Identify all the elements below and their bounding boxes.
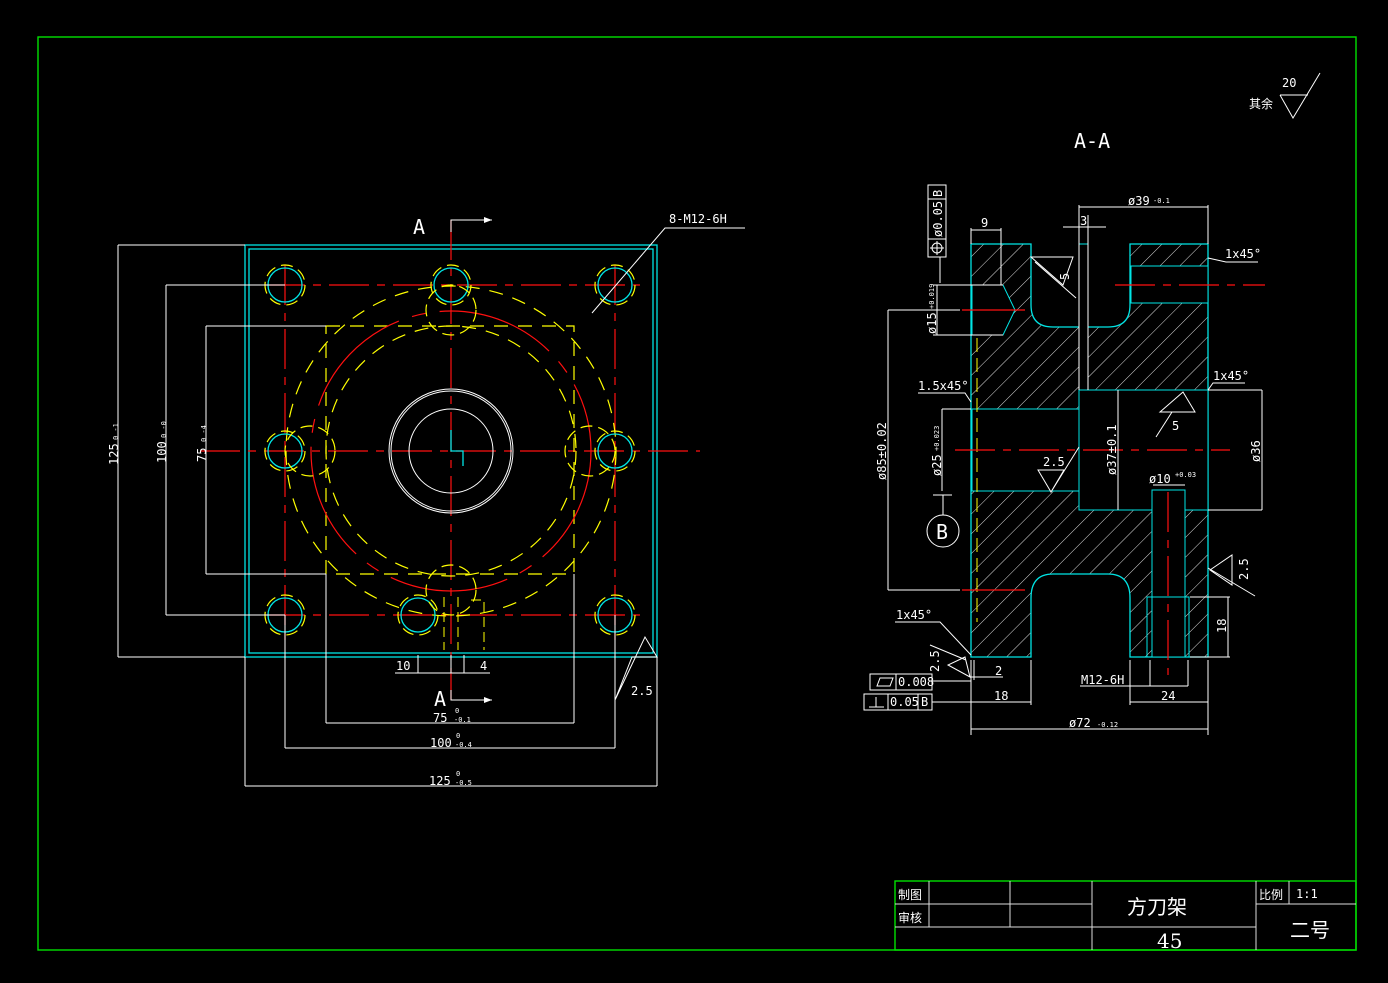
r25b-label: 2.5 bbox=[1237, 558, 1251, 580]
value-label: 0.05 bbox=[890, 695, 919, 709]
chamfer-bottom-label: 1x45° bbox=[896, 608, 932, 622]
chamfer-left-label: 1.5x45° bbox=[918, 379, 969, 393]
w3-label: 3 bbox=[1080, 214, 1087, 228]
v100-tol-label: 0 -0 bbox=[160, 421, 168, 438]
h125-tol-low-label: -0.5 bbox=[455, 779, 472, 787]
d25-tol-label: +0.023 bbox=[933, 426, 941, 451]
drawn-by-label: 制图 bbox=[898, 888, 922, 902]
value-label: 20 bbox=[1282, 76, 1296, 90]
perpendicularity-tolerance-frame: 0.05 B bbox=[863, 693, 933, 711]
h100-tol-low-label: -0.4 bbox=[455, 741, 472, 749]
roughness-label: 2.5 bbox=[631, 684, 653, 698]
h125-tol-up-label: 0 bbox=[456, 770, 460, 778]
d39-label: ø39 bbox=[1128, 194, 1150, 208]
h125-label: 125 bbox=[429, 774, 451, 788]
section-mark-a-top: A bbox=[413, 215, 425, 239]
w24-label: 24 bbox=[1161, 689, 1175, 703]
d10-tol-label: +0.03 bbox=[1175, 471, 1196, 479]
d25-label: ø25 bbox=[930, 454, 944, 476]
chamfer-top-label: 1x45° bbox=[1225, 247, 1261, 261]
value-label: 0.008 bbox=[898, 675, 934, 689]
r5b-label: 5 bbox=[1172, 419, 1179, 433]
r5a-label: 5 bbox=[1058, 273, 1072, 280]
plan-view: A A 8-M12-6H 125 0 -1 100 0 -0 75 0 -4 1… bbox=[107, 212, 745, 788]
section-view: A-A bbox=[863, 129, 1265, 735]
flatness-tolerance-frame: 0.008 bbox=[869, 673, 934, 691]
datum-b: B bbox=[936, 520, 948, 544]
h10-label: 10 bbox=[396, 659, 410, 673]
title-block: 制图 审核 方刀架 45 比例 1:1 二号 bbox=[894, 880, 1357, 953]
chamfer-mid-label: 1x45° bbox=[1213, 369, 1249, 383]
section-mark-a-bottom: A bbox=[434, 687, 446, 711]
sheet-size: 二号 bbox=[1290, 918, 1330, 942]
w18-label: 18 bbox=[994, 689, 1008, 703]
h75-tol-low-label: -0.1 bbox=[454, 716, 471, 724]
thread-label: M12-6H bbox=[1081, 673, 1124, 687]
w9-label: 9 bbox=[981, 216, 988, 230]
thread-callout: 8-M12-6H bbox=[669, 212, 727, 226]
section-title: A-A bbox=[1074, 129, 1110, 153]
h100-label: 100 bbox=[430, 736, 452, 750]
d15-label: ø15 bbox=[925, 312, 939, 334]
label-label: 其余 bbox=[1249, 96, 1273, 111]
datum-label: B bbox=[921, 695, 928, 709]
r25c-label: 2.5 bbox=[928, 650, 942, 672]
v75-label: 75 bbox=[195, 448, 209, 462]
d39-tol-label: -0.1 bbox=[1153, 197, 1170, 205]
d10-label: ø10 bbox=[1149, 472, 1171, 486]
d72-tol-label: -0.12 bbox=[1097, 721, 1118, 729]
v125-tol-label: 0 -1 bbox=[112, 423, 120, 440]
v75-tol-label: 0 -4 bbox=[200, 425, 208, 442]
v125-label: 125 bbox=[107, 443, 121, 465]
checked-by-label: 审核 bbox=[898, 910, 922, 925]
v100-label: 100 bbox=[155, 441, 169, 463]
scale-value: 1:1 bbox=[1296, 887, 1318, 901]
h100-tol-up-label: 0 bbox=[456, 732, 460, 740]
datum-label: B bbox=[931, 190, 945, 197]
bolt-holes bbox=[264, 264, 636, 650]
w2-label: 2 bbox=[995, 664, 1002, 678]
d15-tol-label: +0.019 bbox=[928, 284, 936, 309]
h75-tol-up-label: 0 bbox=[455, 707, 459, 715]
roughness-symbol-icon bbox=[1279, 72, 1321, 119]
part-name: 方刀架 bbox=[1127, 895, 1187, 919]
position-tolerance-frame: ø0.05 B bbox=[927, 184, 947, 258]
r25a-label: 2.5 bbox=[1043, 455, 1065, 469]
d85-label: ø85±0.02 bbox=[875, 422, 889, 480]
d72-label: ø72 bbox=[1069, 716, 1091, 730]
d37-label: ø37±0.1 bbox=[1105, 424, 1119, 475]
d36-label: ø36 bbox=[1249, 440, 1263, 462]
value-label: ø0.05 bbox=[931, 201, 945, 237]
h4-label: 4 bbox=[480, 659, 487, 673]
general-roughness-note: 其余 20 bbox=[1249, 72, 1321, 119]
h18-label: 18 bbox=[1215, 619, 1229, 633]
material: 45 bbox=[1157, 929, 1182, 953]
scale-label: 比例 bbox=[1259, 888, 1283, 902]
drawing-frame bbox=[37, 36, 1357, 951]
h75-label: 75 bbox=[433, 711, 447, 725]
